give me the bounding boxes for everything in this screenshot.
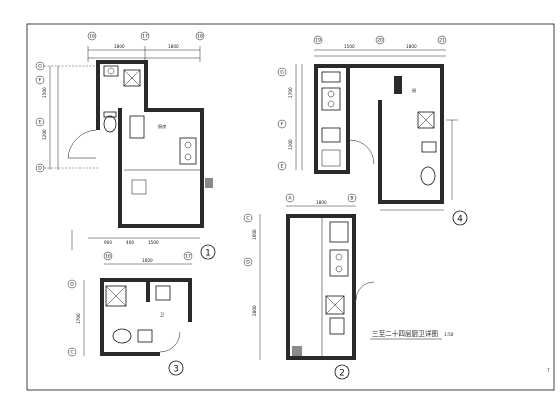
wall <box>144 108 204 112</box>
plan-1: 1800 1800 16 17 18 1500 1200 G F E D <box>35 31 216 260</box>
axis-label: G <box>280 70 284 76</box>
axis-label: 17 <box>185 254 191 260</box>
axis-label: 17 <box>142 34 148 40</box>
axis-label: D <box>38 166 42 172</box>
plan-label: 4 <box>457 214 463 224</box>
plan-label-circle <box>168 360 184 376</box>
svg-text:1500: 1500 <box>148 240 159 245</box>
wall-hatch <box>205 178 213 188</box>
svg-text:1600: 1600 <box>252 229 257 240</box>
svg-text:2800: 2800 <box>252 305 257 316</box>
sheet-border <box>26 23 555 391</box>
sink <box>329 221 349 243</box>
stove <box>329 249 349 277</box>
drawing-title: 三至二十四层厨卫详图 <box>372 329 438 338</box>
plan-label-circle <box>200 244 216 260</box>
axis-label: A <box>288 196 292 202</box>
wall <box>96 60 100 130</box>
stove <box>321 87 341 111</box>
wall <box>118 108 122 228</box>
svg-text:400: 400 <box>126 240 134 245</box>
wall <box>144 60 148 112</box>
svg-text:1500: 1500 <box>344 44 355 49</box>
plan-label: 2 <box>339 368 345 378</box>
door-swing <box>349 139 375 165</box>
toilet <box>112 328 132 344</box>
drawing-scale: 1:50 <box>444 332 454 337</box>
shower-tray <box>123 69 141 87</box>
plan-label: 1 <box>205 248 211 258</box>
axis-label: 19 <box>315 38 321 44</box>
door-swing <box>67 129 97 159</box>
washbasin <box>103 65 119 77</box>
sink <box>321 127 341 143</box>
dim-text: 1500 <box>42 87 47 98</box>
axis-label: 18 <box>197 34 203 40</box>
axis-bubble <box>195 31 205 41</box>
axis-label: 16 <box>105 254 111 260</box>
axis-label: 21 <box>439 38 445 44</box>
axis-label: C <box>246 216 249 222</box>
svg-text:900: 900 <box>104 240 112 245</box>
stove <box>179 137 197 165</box>
dim-text: 1800 <box>168 44 179 49</box>
axis-label: F <box>281 122 284 128</box>
wall <box>96 60 148 64</box>
plan-3: 16 17 1600 D C 1700 卫 3 <box>67 251 193 376</box>
shower-tray <box>417 111 435 129</box>
toilet <box>420 166 436 186</box>
axis-label: C <box>70 350 73 356</box>
washbasin <box>329 317 345 335</box>
toilet <box>103 115 117 133</box>
sink <box>129 115 145 139</box>
dim-text: 1200 <box>42 129 47 140</box>
shower-tray <box>105 285 127 307</box>
dim-text: 1800 <box>114 44 125 49</box>
door-swing <box>159 331 181 353</box>
axis-label: D <box>246 260 250 266</box>
axis-label: F <box>39 78 42 84</box>
plan-label-circle <box>452 210 468 226</box>
svg-text:1800: 1800 <box>316 200 327 205</box>
page-marker: 7 <box>547 368 550 373</box>
axis-label: B <box>350 196 353 202</box>
svg-text:1600: 1600 <box>142 258 153 263</box>
axis-label: E <box>281 164 284 170</box>
axis-bubble <box>140 31 150 41</box>
plan-label: 3 <box>173 364 179 374</box>
axis-label: G <box>38 64 42 70</box>
shower-tray <box>325 295 345 315</box>
axis-label: 20 <box>377 38 383 44</box>
wall <box>200 108 204 228</box>
room-tag: 厨 <box>412 88 416 93</box>
axis-bubble <box>87 31 97 41</box>
room-tag: 卫 <box>160 312 164 317</box>
svg-text:1800: 1800 <box>406 44 417 49</box>
plan-4: 19 20 21 1500 1800 G F E 1700 1200 厨 <box>277 35 468 226</box>
svg-text:1200: 1200 <box>288 139 293 150</box>
room-tag: 厨房 <box>158 123 166 130</box>
wall <box>118 224 204 228</box>
axis-label: 16 <box>89 34 95 40</box>
door-swing <box>355 281 375 301</box>
svg-text:1700: 1700 <box>288 87 293 98</box>
axis-label: E <box>39 120 42 126</box>
washbasin <box>421 141 437 153</box>
axis-label: D <box>70 282 74 288</box>
plan-2: A B 1800 C D 1600 2800 2 <box>243 193 375 380</box>
plan-label-circle <box>334 364 350 380</box>
washbasin <box>137 329 153 343</box>
svg-text:1700: 1700 <box>76 313 81 324</box>
